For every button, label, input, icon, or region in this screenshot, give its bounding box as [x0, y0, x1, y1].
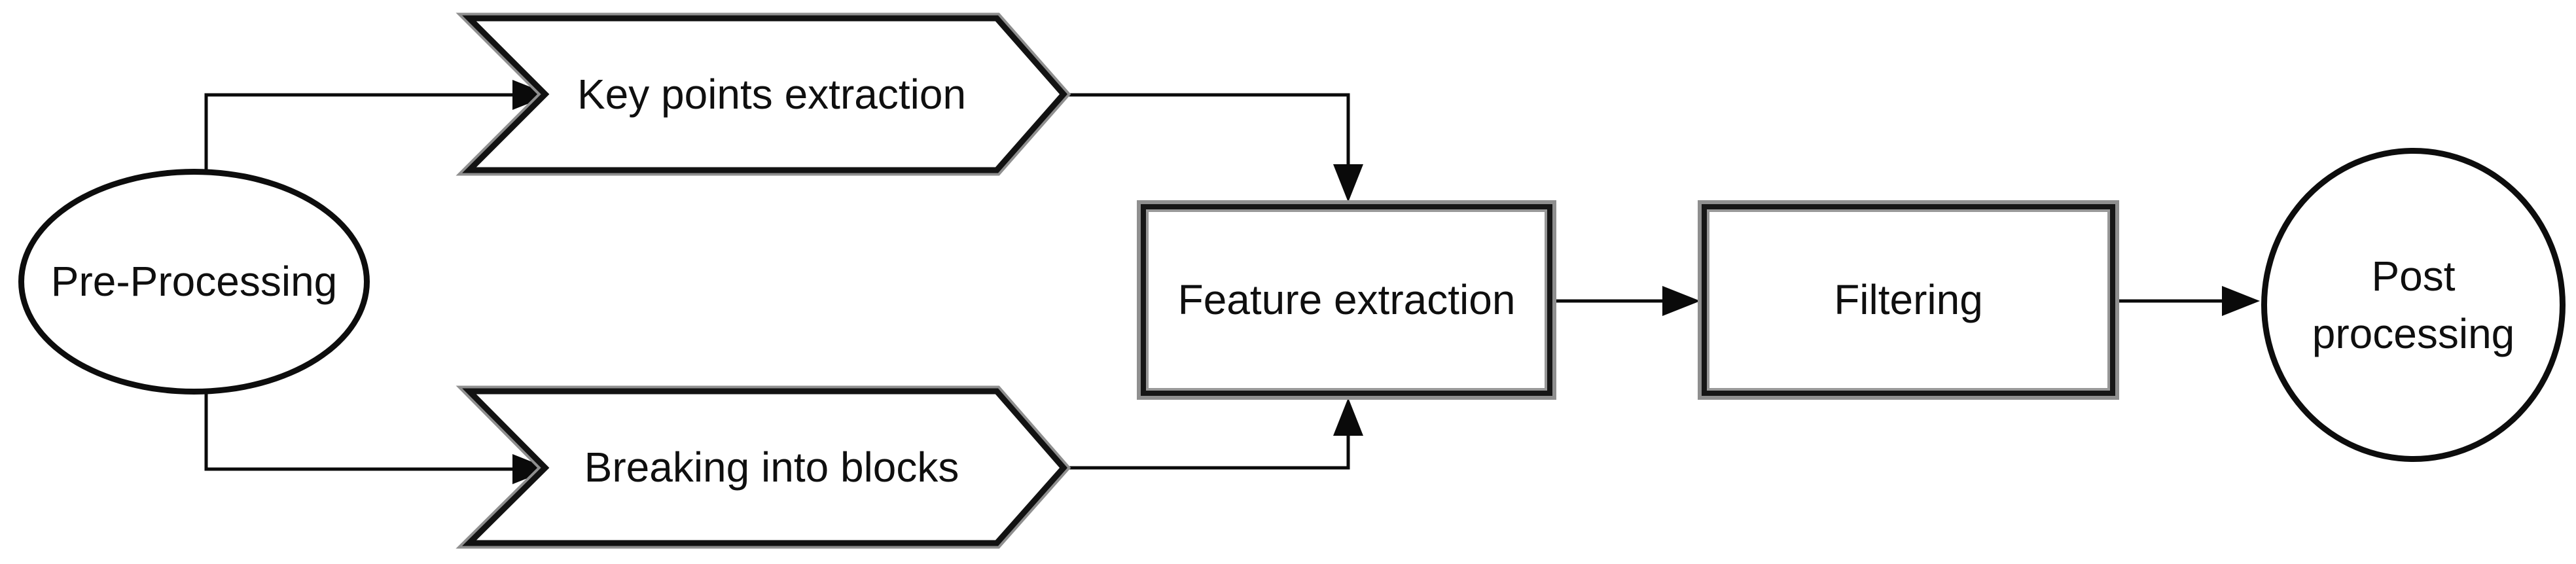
node-pre-processing: Pre-Processing — [18, 169, 370, 395]
node-feature-extraction-label: Feature extraction — [1177, 275, 1516, 323]
node-filtering: Filtering — [1698, 200, 2119, 400]
node-feature-extraction: Feature extraction — [1137, 200, 1556, 400]
arrowhead-into-feature-top-icon — [1333, 164, 1363, 202]
node-key-points-label: Key points extraction — [577, 71, 967, 118]
node-post-processing-label-line1: Post — [2371, 253, 2456, 300]
edge-key-points-to-feature — [1064, 93, 1350, 167]
chevron-key-points-shape — [462, 15, 1067, 173]
node-post-processing-label-line2: processing — [2312, 310, 2515, 357]
node-key-points-extraction: Key points extraction — [545, 18, 998, 170]
arrowhead-into-filtering-icon — [1662, 286, 1700, 316]
node-breaking-into-blocks: Breaking into blocks — [545, 391, 998, 543]
node-post-processing: Post processing — [2261, 148, 2566, 462]
edge-breaking-to-feature — [1064, 432, 1350, 470]
arrowhead-into-feature-bottom-icon — [1333, 398, 1363, 436]
edge-lines — [204, 93, 2227, 471]
node-pre-processing-label: Pre-Processing — [50, 257, 338, 305]
arrowhead-into-key-points-icon — [512, 80, 550, 110]
edge-pre-processing-to-breaking — [204, 393, 524, 471]
chevron-breaking-shape — [462, 388, 1067, 546]
arrowhead-into-breaking-icon — [512, 454, 550, 484]
edge-pre-processing-to-key-points — [204, 93, 524, 170]
node-filtering-label: Filtering — [1834, 275, 1983, 323]
node-post-processing-label: Post processing — [2312, 247, 2515, 362]
node-breaking-label: Breaking into blocks — [584, 444, 959, 491]
edge-arrowheads — [512, 80, 2260, 484]
chevron-outlines — [462, 15, 1067, 546]
arrowhead-into-post-icon — [2222, 286, 2260, 316]
